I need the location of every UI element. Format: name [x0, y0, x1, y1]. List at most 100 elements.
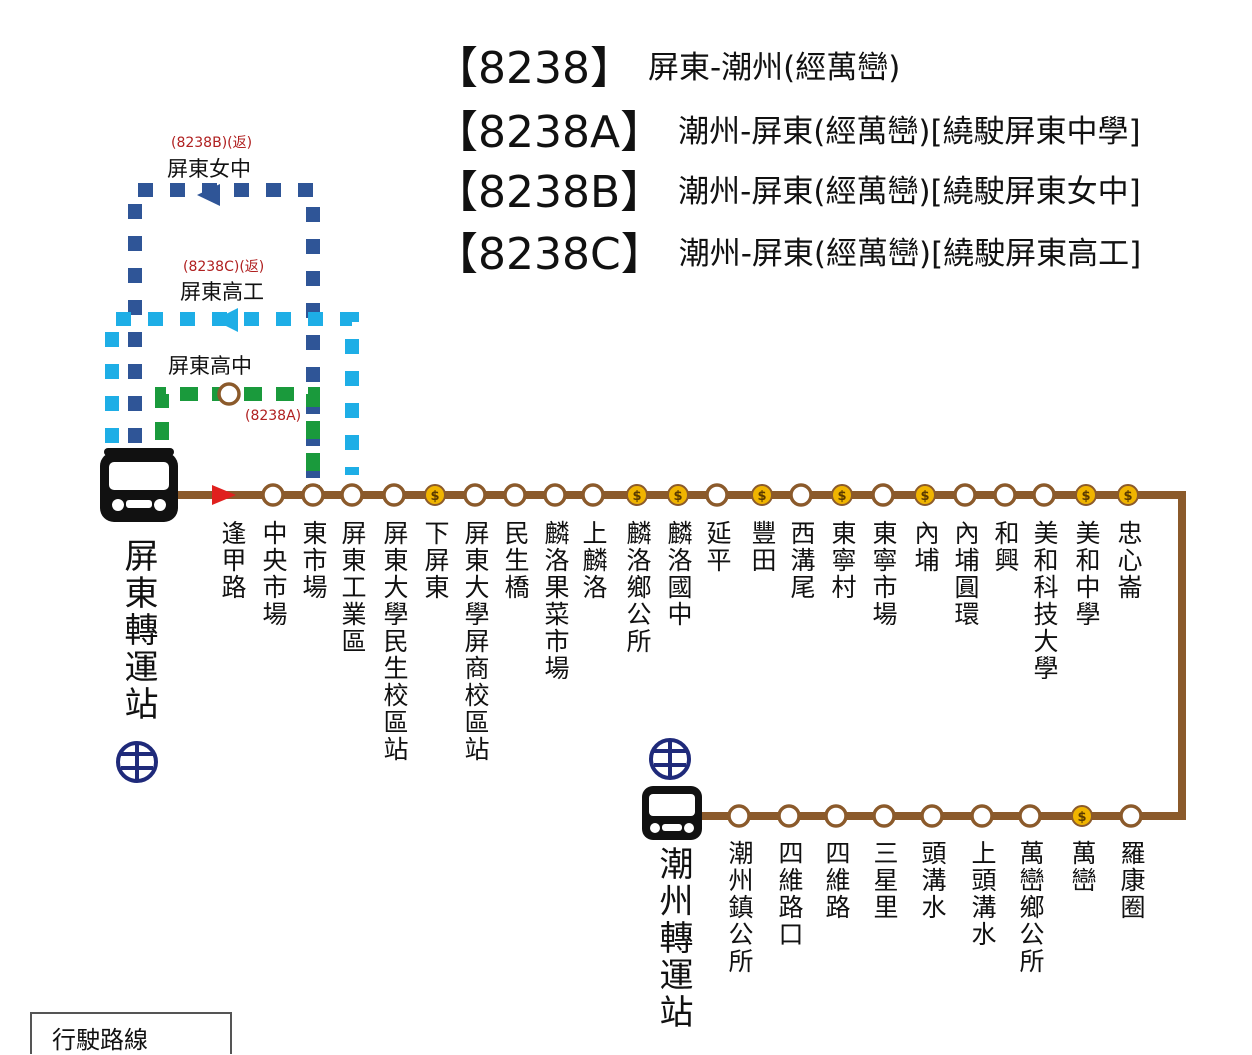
stop-marker — [705, 483, 729, 507]
stop-markers: $ $ $ $ $ $ $ $ $ — [261, 483, 1143, 828]
fare-symbol: $ — [920, 489, 929, 504]
stop-marker — [789, 483, 813, 507]
fare-stop-icon — [667, 484, 689, 506]
stop-label: 忠心崙 — [1114, 520, 1143, 601]
stop-label: 麟洛果菜市場 — [541, 520, 570, 682]
fare-stop-icon — [1071, 805, 1093, 827]
title-row-8238b: 【8238B】 潮州-屏東(經萬巒)[繞駛屏東女中] — [434, 160, 1141, 218]
fare-symbol: $ — [1081, 489, 1090, 504]
stop-marker — [1032, 483, 1056, 507]
legend-label: 行駛路線 — [52, 1026, 148, 1054]
fare-stop-icon — [626, 484, 648, 506]
direction-arrow-icon — [212, 485, 236, 505]
stop-label: 四維路 — [822, 840, 851, 921]
route-code: 【8238C】 — [434, 229, 665, 280]
stop-marker — [824, 804, 848, 828]
branch-b-arrow-icon — [197, 184, 220, 206]
stop-label: 東寧市場 — [869, 520, 898, 628]
stop-label: 萬巒鄉公所 — [1016, 840, 1045, 975]
stop-marker — [920, 804, 944, 828]
fare-symbol: $ — [837, 489, 846, 504]
rail-icon-start — [116, 741, 158, 783]
stop-marker — [993, 483, 1017, 507]
stop-marker — [261, 483, 285, 507]
branch-a-stop: 屏東高中 — [168, 354, 252, 378]
stop-marker — [872, 804, 896, 828]
stop-marker — [970, 804, 994, 828]
rail-icon-end — [649, 738, 691, 780]
stop-label: 三星里 — [870, 840, 899, 921]
branch-a-loop — [155, 382, 320, 490]
title-row-8238: 【8238】 屏東-潮州(經萬巒) — [434, 36, 901, 94]
stop-marker — [382, 483, 406, 507]
stop-label: 東寧村 — [828, 520, 857, 601]
stop-marker — [543, 483, 567, 507]
bus-icon-start — [100, 448, 178, 522]
legend-tab[interactable]: 行駛路線 — [30, 1012, 232, 1054]
stop-label: 萬巒 — [1068, 840, 1097, 894]
route-code: 【8238】 — [434, 43, 634, 94]
stop-marker — [463, 483, 487, 507]
stop-label: 西溝尾 — [787, 520, 816, 601]
stop-marker — [503, 483, 527, 507]
fare-stop-icon — [1117, 484, 1139, 506]
branch-c-loop — [105, 308, 359, 475]
stop-marker — [340, 483, 364, 507]
stop-label: 頭溝水 — [918, 840, 947, 921]
route-code: 【8238A】 — [434, 107, 665, 158]
branch-b-code: (8238B)(返) — [171, 135, 253, 151]
branch-a-stop-marker — [217, 382, 241, 406]
fare-stop-icon — [914, 484, 936, 506]
branch-a-code: (8238A) — [245, 408, 302, 424]
stop-label: 中央市場 — [259, 520, 288, 628]
stop-label: 屏東工業區 — [338, 520, 367, 655]
stop-marker — [1119, 804, 1143, 828]
terminal-end: 潮州轉運站 — [653, 846, 693, 1031]
stop-label: 逢甲路 — [218, 520, 247, 601]
branch-c-stop: 屏東高工 — [180, 280, 264, 304]
branch-b-stop: 屏東女中 — [167, 157, 251, 181]
stop-marker — [1018, 804, 1042, 828]
stop-label: 下屏東 — [421, 520, 450, 601]
route-code: 【8238B】 — [434, 167, 665, 218]
stop-label: 民生橋 — [501, 520, 530, 601]
stop-label: 和興 — [991, 520, 1020, 574]
stop-marker — [301, 483, 325, 507]
fare-symbol: $ — [430, 489, 439, 504]
stop-label: 延平 — [703, 520, 732, 574]
stop-label: 屏東大學民生校區站 — [380, 520, 409, 763]
fare-stop-icon — [1075, 484, 1097, 506]
route-description: 屏東-潮州(經萬巒) — [647, 49, 901, 86]
stop-label: 上頭溝水 — [968, 840, 997, 948]
fare-symbol: $ — [1077, 810, 1086, 825]
stop-label: 四維路口 — [775, 840, 804, 948]
stop-label: 羅康圈 — [1117, 840, 1146, 921]
route-description: 潮州-屏東(經萬巒)[繞駛屏東高工] — [678, 235, 1142, 272]
bus-icon-end — [642, 786, 702, 840]
stop-label: 內埔 — [911, 520, 940, 574]
fare-symbol: $ — [1123, 489, 1132, 504]
title-row-8238a: 【8238A】 潮州-屏東(經萬巒)[繞駛屏東中學] — [434, 100, 1141, 158]
fare-symbol: $ — [632, 489, 641, 504]
stop-label: 內埔圓環 — [951, 520, 980, 628]
stop-label: 豐田 — [748, 520, 777, 574]
stop-label: 東市場 — [299, 520, 328, 601]
fare-stop-icon — [424, 484, 446, 506]
fare-symbol: $ — [757, 489, 766, 504]
stop-marker — [727, 804, 751, 828]
terminal-start: 屏東轉運站 — [118, 538, 158, 723]
title-row-8238c: 【8238C】 潮州-屏東(經萬巒)[繞駛屏東高工] — [434, 222, 1142, 280]
branch-c-arrow-icon — [214, 308, 238, 332]
branch-c-code: (8238C)(返) — [183, 259, 265, 275]
stop-label: 潮州鎮公所 — [725, 840, 754, 975]
stop-label: 上麟洛 — [579, 520, 608, 601]
stop-label: 麟洛國中 — [664, 520, 693, 628]
fare-symbol: $ — [673, 489, 682, 504]
stop-marker — [777, 804, 801, 828]
branch-b-loop — [128, 183, 320, 490]
route-description: 潮州-屏東(經萬巒)[繞駛屏東中學] — [678, 113, 1141, 150]
stop-marker — [871, 483, 895, 507]
stop-marker — [581, 483, 605, 507]
stop-label: 麟洛鄉公所 — [623, 520, 652, 655]
